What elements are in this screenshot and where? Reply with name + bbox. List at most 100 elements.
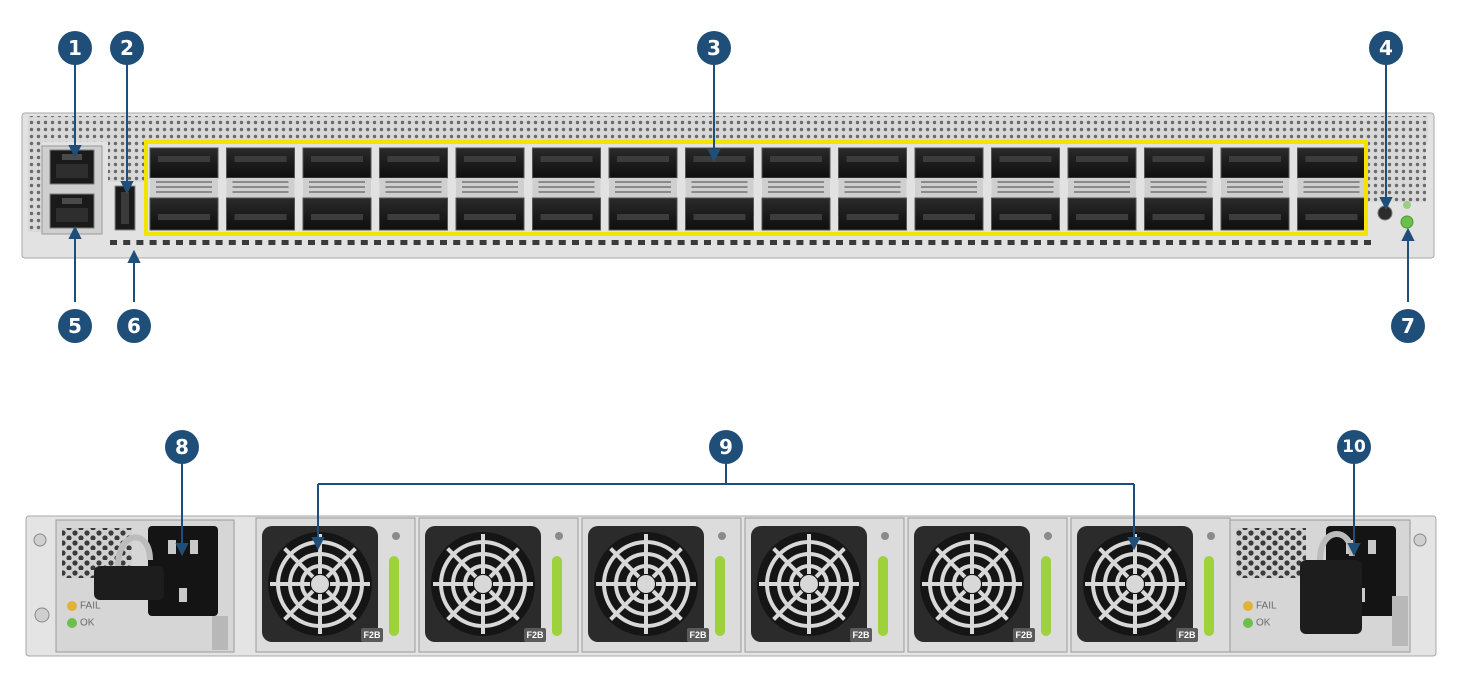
qsfp-port-column	[1144, 147, 1213, 231]
fan-handle[interactable]	[1041, 556, 1051, 636]
fan-module[interactable]: F2B	[255, 517, 416, 653]
port-led	[492, 240, 500, 245]
psu-left-power-inlet[interactable]	[148, 526, 218, 616]
callout-9: 9	[709, 430, 743, 464]
qsfp-latch	[379, 178, 448, 198]
qsfp-latch	[1297, 178, 1366, 198]
port-led	[968, 240, 975, 245]
port-led	[545, 240, 553, 245]
qsfp-port-bottom[interactable]	[302, 197, 372, 231]
status-led-top	[1403, 201, 1411, 209]
fan-handle[interactable]	[552, 556, 562, 636]
qsfp-port-top[interactable]	[761, 147, 831, 179]
qsfp-port-bottom[interactable]	[1067, 197, 1137, 231]
fan-handle[interactable]	[878, 556, 888, 636]
fan-module[interactable]: F2B	[581, 517, 742, 653]
qsfp-port-top[interactable]	[532, 147, 601, 179]
port-led	[347, 240, 355, 245]
qsfp-port-top[interactable]	[1144, 147, 1213, 179]
port-led	[1166, 240, 1173, 245]
port-led	[770, 240, 777, 245]
port-led	[638, 240, 645, 245]
fan-direction-label: F2B	[526, 630, 544, 640]
qsfp-latch	[685, 178, 754, 198]
svg-text:4: 4	[1379, 36, 1393, 60]
qsfp-port-top[interactable]	[914, 147, 984, 179]
fan-module[interactable]: F2B	[1070, 517, 1231, 653]
psu-left-cable-strap	[94, 566, 164, 600]
qsfp-port-top[interactable]	[302, 147, 372, 179]
front-perforation-left	[28, 142, 42, 232]
port-led	[875, 240, 883, 245]
fan-screw	[555, 532, 563, 540]
fan-direction-label: F2B	[1015, 630, 1033, 640]
front-panel	[21, 112, 1435, 259]
qsfp-port-top[interactable]	[1220, 147, 1290, 179]
fan-module[interactable]: F2B	[907, 517, 1068, 653]
fan-handle[interactable]	[715, 556, 725, 636]
qsfp-port-bottom[interactable]	[1144, 197, 1213, 231]
qsfp-port-bottom[interactable]	[761, 197, 831, 231]
qsfp-latch	[991, 178, 1060, 198]
qsfp-port-top[interactable]	[1067, 147, 1137, 179]
psu-left-ok-led	[67, 618, 77, 628]
qsfp-latch	[762, 178, 830, 198]
callout-1: 1	[58, 31, 92, 65]
qsfp-port-top[interactable]	[149, 147, 219, 179]
qsfp-port-bottom[interactable]	[379, 197, 448, 231]
port-led	[1271, 240, 1279, 245]
qsfp-port-bottom[interactable]	[914, 197, 984, 231]
port-led	[1020, 240, 1028, 245]
qsfp-port-top[interactable]	[226, 147, 295, 179]
port-led	[981, 240, 989, 245]
qsfp-port-top[interactable]	[379, 147, 448, 179]
qsfp-port-top[interactable]	[838, 147, 907, 179]
rj45-port-top[interactable]	[49, 149, 95, 185]
port-led	[1258, 240, 1266, 245]
qsfp-port-bottom[interactable]	[991, 197, 1060, 231]
port-led	[862, 240, 870, 245]
qsfp-port-column	[1297, 147, 1366, 231]
port-led	[1337, 240, 1345, 245]
port-led	[189, 240, 197, 245]
fan-handle[interactable]	[389, 556, 399, 636]
port-led	[558, 240, 566, 245]
fan-screw	[1207, 532, 1215, 540]
qsfp-port-bottom[interactable]	[1220, 197, 1290, 231]
qsfp-port-bottom[interactable]	[532, 197, 601, 231]
qsfp-port-column	[1220, 147, 1290, 231]
qsfp-port-bottom[interactable]	[455, 197, 525, 231]
port-led	[321, 240, 329, 245]
rj45-port-bottom[interactable]	[49, 193, 95, 229]
port-led	[717, 240, 725, 245]
qsfp-port-bottom[interactable]	[226, 197, 295, 231]
psu-right-handle[interactable]	[1392, 596, 1408, 646]
port-led	[743, 240, 751, 245]
fan-handle[interactable]	[1204, 556, 1214, 636]
qsfp-port-bottom[interactable]	[608, 197, 678, 231]
fan-module[interactable]: F2B	[744, 517, 905, 653]
usb-port[interactable]	[114, 185, 136, 231]
qsfp-port-column	[761, 147, 831, 231]
qsfp-port-bottom[interactable]	[149, 197, 219, 231]
qsfp-port-top[interactable]	[608, 147, 678, 179]
callout-6: 6	[117, 309, 151, 343]
qsfp-port-top[interactable]	[1297, 147, 1366, 179]
port-led	[162, 240, 170, 245]
qsfp-port-bottom[interactable]	[838, 197, 907, 231]
qsfp-port-bottom[interactable]	[1297, 197, 1366, 231]
callout-3: 3	[697, 31, 731, 65]
qsfp-port-column	[838, 147, 907, 231]
port-led	[136, 240, 144, 245]
port-led	[242, 240, 249, 245]
qsfp-port-bottom[interactable]	[685, 197, 754, 231]
fan-module[interactable]: F2B	[418, 517, 579, 653]
qsfp-port-top[interactable]	[685, 147, 754, 179]
port-led	[1232, 240, 1239, 245]
port-status-led-row	[110, 240, 1371, 245]
psu-left-handle[interactable]	[212, 616, 228, 650]
port-led	[506, 240, 513, 245]
qsfp-port-top[interactable]	[991, 147, 1060, 179]
qsfp-port-top[interactable]	[455, 147, 525, 179]
svg-text:7: 7	[1401, 314, 1415, 338]
